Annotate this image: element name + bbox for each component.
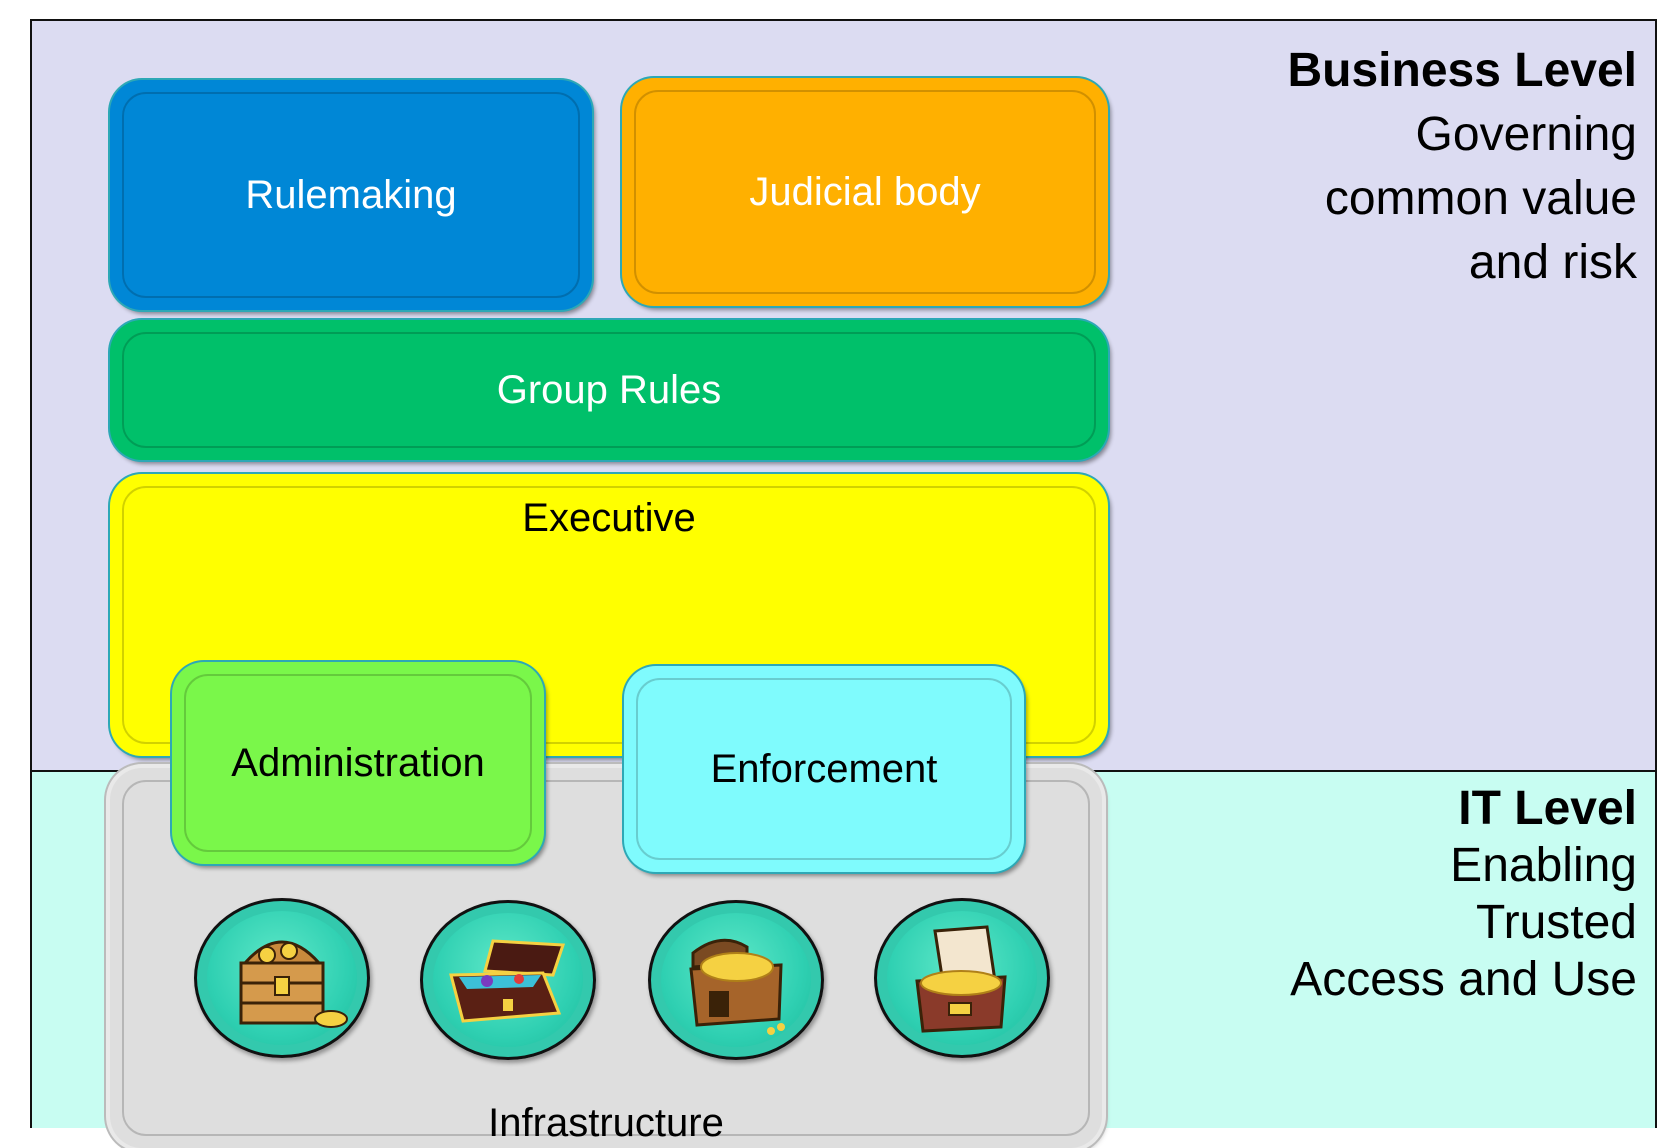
- business-level-line-1: Governing: [1415, 108, 1637, 161]
- rulemaking-box: Rulemaking: [110, 80, 592, 310]
- treasure-chest-icon: [874, 898, 1050, 1058]
- it-level-line-1: Enabling: [1450, 839, 1637, 892]
- it-level-line-2: Trusted: [1476, 896, 1637, 949]
- infrastructure-label: Infrastructure: [488, 1101, 724, 1145]
- treasure-chest-icon: [648, 900, 824, 1060]
- rulemaking-label: Rulemaking: [245, 172, 457, 217]
- administration-label: Administration: [231, 740, 485, 785]
- enforcement-box: Enforcement: [624, 666, 1024, 872]
- business-level-line-2: common value: [1324, 172, 1637, 225]
- judicial-body-label: Judicial body: [749, 169, 981, 214]
- enforcement-label: Enforcement: [710, 746, 938, 791]
- it-level-title: IT Level: [1458, 782, 1637, 835]
- business-level-line-3: and risk: [1468, 236, 1637, 289]
- group-rules-box: Group Rules: [110, 320, 1108, 460]
- it-level-text: IT Level Enabling Trusted Access and Use: [1197, 780, 1637, 1008]
- executive-label: Executive: [522, 496, 696, 540]
- group-rules-label: Group Rules: [496, 367, 722, 412]
- administration-box: Administration: [172, 662, 544, 864]
- judicial-body-box: Judicial body: [622, 78, 1108, 306]
- business-level-title: Business Level: [1287, 44, 1638, 97]
- treasure-chest-icon: [420, 900, 596, 1060]
- business-level-text: Business Level Governing common value an…: [1217, 39, 1638, 295]
- it-level-line-3: Access and Use: [1290, 953, 1637, 1006]
- treasure-chest-icon: [194, 898, 370, 1058]
